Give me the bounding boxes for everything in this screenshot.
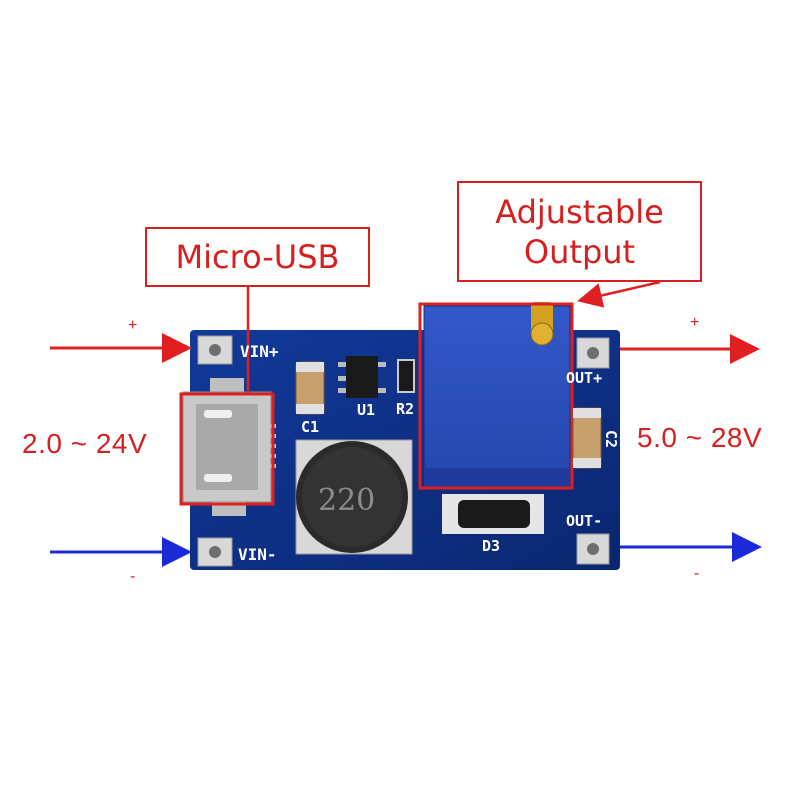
adjustable-output-callout: Adjustable Output (457, 181, 702, 282)
resistor-r2 (397, 359, 415, 393)
silk-u1: U1 (357, 401, 375, 419)
pad-out-minus (576, 533, 610, 565)
capacitor-c2 (572, 407, 602, 469)
pad-vin-plus (197, 335, 233, 365)
output-minus-sign: - (694, 565, 700, 582)
adjustable-label: Adjustable (495, 193, 664, 231)
micro-usb-connector (182, 378, 276, 516)
pad-vin-minus (197, 537, 233, 567)
micro-usb-callout: Micro-USB (145, 227, 370, 287)
capacitor-c1 (295, 361, 325, 415)
micro-usb-label: Micro-USB (175, 238, 340, 276)
silk-vin-plus: VIN+ (240, 342, 279, 361)
silk-d3: D3 (482, 537, 500, 555)
inductor-marking: 220 (318, 483, 375, 518)
input-plus-sign: + (128, 317, 138, 334)
silk-out-plus: OUT+ (566, 369, 602, 387)
usb-highlight-box (179, 392, 275, 506)
silk-c1: C1 (301, 418, 319, 436)
silk-r2: R2 (396, 400, 414, 418)
silk-c2: C2 (602, 430, 620, 448)
chip-u1 (338, 356, 386, 398)
output-plus-sign: + (690, 314, 700, 331)
inductor (295, 439, 413, 555)
output-label: Output (523, 233, 636, 271)
potentiometer (423, 302, 571, 487)
input-voltage-label: 2.0 ~ 24V (22, 428, 148, 459)
pad-out-plus (576, 337, 610, 369)
pot-highlight-box (418, 302, 574, 490)
silk-out-minus: OUT- (566, 512, 602, 530)
silk-vin-minus: VIN- (238, 545, 277, 564)
output-voltage-label: 5.0 ~ 28V (637, 422, 763, 453)
diode-d3 (442, 494, 544, 534)
input-minus-sign: - (130, 568, 136, 585)
